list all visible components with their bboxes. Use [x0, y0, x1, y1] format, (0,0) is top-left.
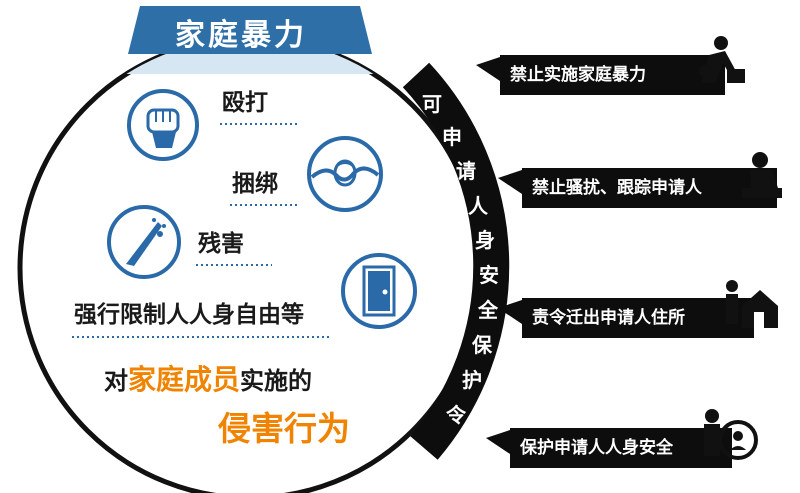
measure-text: 责令迁出申请人住所: [532, 307, 685, 328]
protect-icon: [704, 409, 758, 460]
order-name-char: 全: [478, 298, 498, 322]
order-name-char: 保: [472, 333, 492, 357]
summary-highlight: 家庭成员: [128, 363, 241, 396]
callout-pointer: [498, 298, 528, 328]
act-beating: 殴打: [222, 90, 268, 116]
measure-label: 禁止骚扰、跟踪申请人: [522, 168, 777, 208]
summary-prefix: 对: [104, 367, 128, 395]
fist-icon: [127, 89, 199, 161]
measure-label: 保护申请人人身安全: [510, 428, 732, 468]
summary-line1: 对家庭成员实施的: [104, 366, 312, 394]
measure-label: 责令迁出申请人住所: [522, 298, 754, 338]
order-name-char: 护: [462, 368, 482, 392]
knot-icon: [307, 136, 383, 212]
order-name-char: 安: [479, 263, 499, 287]
order-name-char: 申: [442, 125, 462, 149]
act-restricting: 强行限制人人身自由等: [74, 302, 304, 328]
summary-line2: 侵害行为: [218, 409, 350, 448]
distressed-person-icon: [742, 152, 782, 198]
order-name-char: 人: [468, 194, 488, 218]
header-title: 家庭暴力: [175, 18, 307, 53]
order-arc-band: [402, 62, 510, 460]
summary-suffix: 实施的: [240, 367, 313, 395]
order-name-char: 令: [446, 403, 466, 427]
callout-pointer: [498, 168, 528, 198]
order-name-char: 可: [422, 92, 442, 116]
measure-text: 禁止骚扰、跟踪申请人: [532, 177, 702, 198]
act-binding: 捆绑: [232, 171, 278, 197]
measure-label: 禁止实施家庭暴力: [500, 55, 725, 95]
door-icon: [341, 253, 417, 329]
house-icon: [726, 280, 778, 328]
callout-pointer: [476, 55, 506, 85]
order-name-char: 身: [475, 228, 495, 252]
measure-text: 禁止实施家庭暴力: [510, 64, 646, 85]
title-plate: [128, 6, 372, 54]
knife-icon: [107, 205, 181, 279]
callout-pointer: [486, 428, 516, 458]
measure-text: 保护申请人人身安全: [520, 437, 673, 458]
caregiver-icon: [699, 36, 745, 83]
order-name-char: 请: [456, 159, 476, 183]
act-injuring: 残害: [198, 231, 244, 257]
